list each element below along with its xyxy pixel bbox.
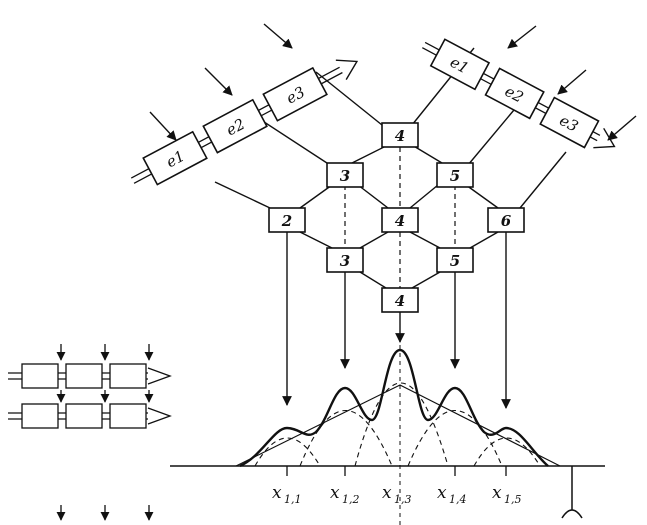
mesh-dashed-links <box>344 147 456 288</box>
small-register-row-bottom <box>8 403 172 429</box>
node-n4-bot: 4 <box>381 287 419 313</box>
left-register-chain: e1 e2 e3 <box>130 59 359 186</box>
mesh-network <box>214 47 567 289</box>
node-n6: 6 <box>487 207 525 233</box>
envelope-triangle <box>235 384 561 467</box>
small-register-row-top <box>8 363 172 389</box>
x-label-1-2: x 1,2 <box>330 483 360 506</box>
node-n3-a: 3 <box>326 162 364 188</box>
x-label-main: x <box>382 483 392 503</box>
right-input-arrows <box>507 25 637 141</box>
x-label-main: x <box>330 483 340 503</box>
node-n4-mid: 4 <box>381 207 419 233</box>
left-input-arrows <box>149 23 293 141</box>
output-arrows <box>282 232 511 409</box>
right-register-e3: e3 <box>539 96 600 149</box>
node-label: 6 <box>501 212 512 230</box>
node-n4-top: 4 <box>381 122 419 148</box>
x-label-sub: 1,1 <box>284 493 302 506</box>
x-label-main: x <box>272 483 282 503</box>
x-label-sub: 1,3 <box>394 493 412 506</box>
node-n3-b: 3 <box>326 247 364 273</box>
summed-waveform <box>239 348 549 468</box>
stray-arrows-bottom-left <box>56 505 154 521</box>
right-register-e1: e1 <box>429 38 491 91</box>
small-register-row-bottom-arrows <box>56 390 154 403</box>
x-label-sub: 1,2 <box>342 493 360 506</box>
right-register-e2: e2 <box>484 67 545 120</box>
node-label: 3 <box>340 252 350 270</box>
left-register-e3: e3 <box>262 66 328 122</box>
ground-terminal <box>561 466 583 519</box>
x-label-sub: 1,5 <box>504 493 522 506</box>
node-label: 2 <box>281 212 292 230</box>
small-register-row-top-arrows <box>56 344 154 361</box>
ticks <box>286 466 507 476</box>
x-label-sub: 1,4 <box>449 493 467 506</box>
x-label-1-4: x 1,4 <box>437 483 467 506</box>
x-label-1-3: x 1,3 <box>382 483 412 506</box>
node-label: 4 <box>395 212 405 230</box>
left-register-e2: e2 <box>202 98 268 154</box>
node-label: 3 <box>340 167 350 185</box>
node-label: 5 <box>450 252 460 270</box>
node-n5-a: 5 <box>436 162 474 188</box>
left-register-e1: e1 <box>142 130 208 186</box>
node-n2: 2 <box>268 207 306 233</box>
node-n5-b: 5 <box>436 247 474 273</box>
x-label-main: x <box>437 483 447 503</box>
x-label-1-5: x 1,5 <box>492 483 522 506</box>
node-label: 5 <box>450 167 460 185</box>
component-curves <box>254 382 541 467</box>
x-label-1-1: x 1,1 <box>272 483 302 506</box>
node-label: 4 <box>395 292 405 310</box>
right-register-chain: e1 e2 e3 <box>421 38 616 149</box>
x-label-main: x <box>492 483 502 503</box>
node-label: 4 <box>395 127 405 145</box>
